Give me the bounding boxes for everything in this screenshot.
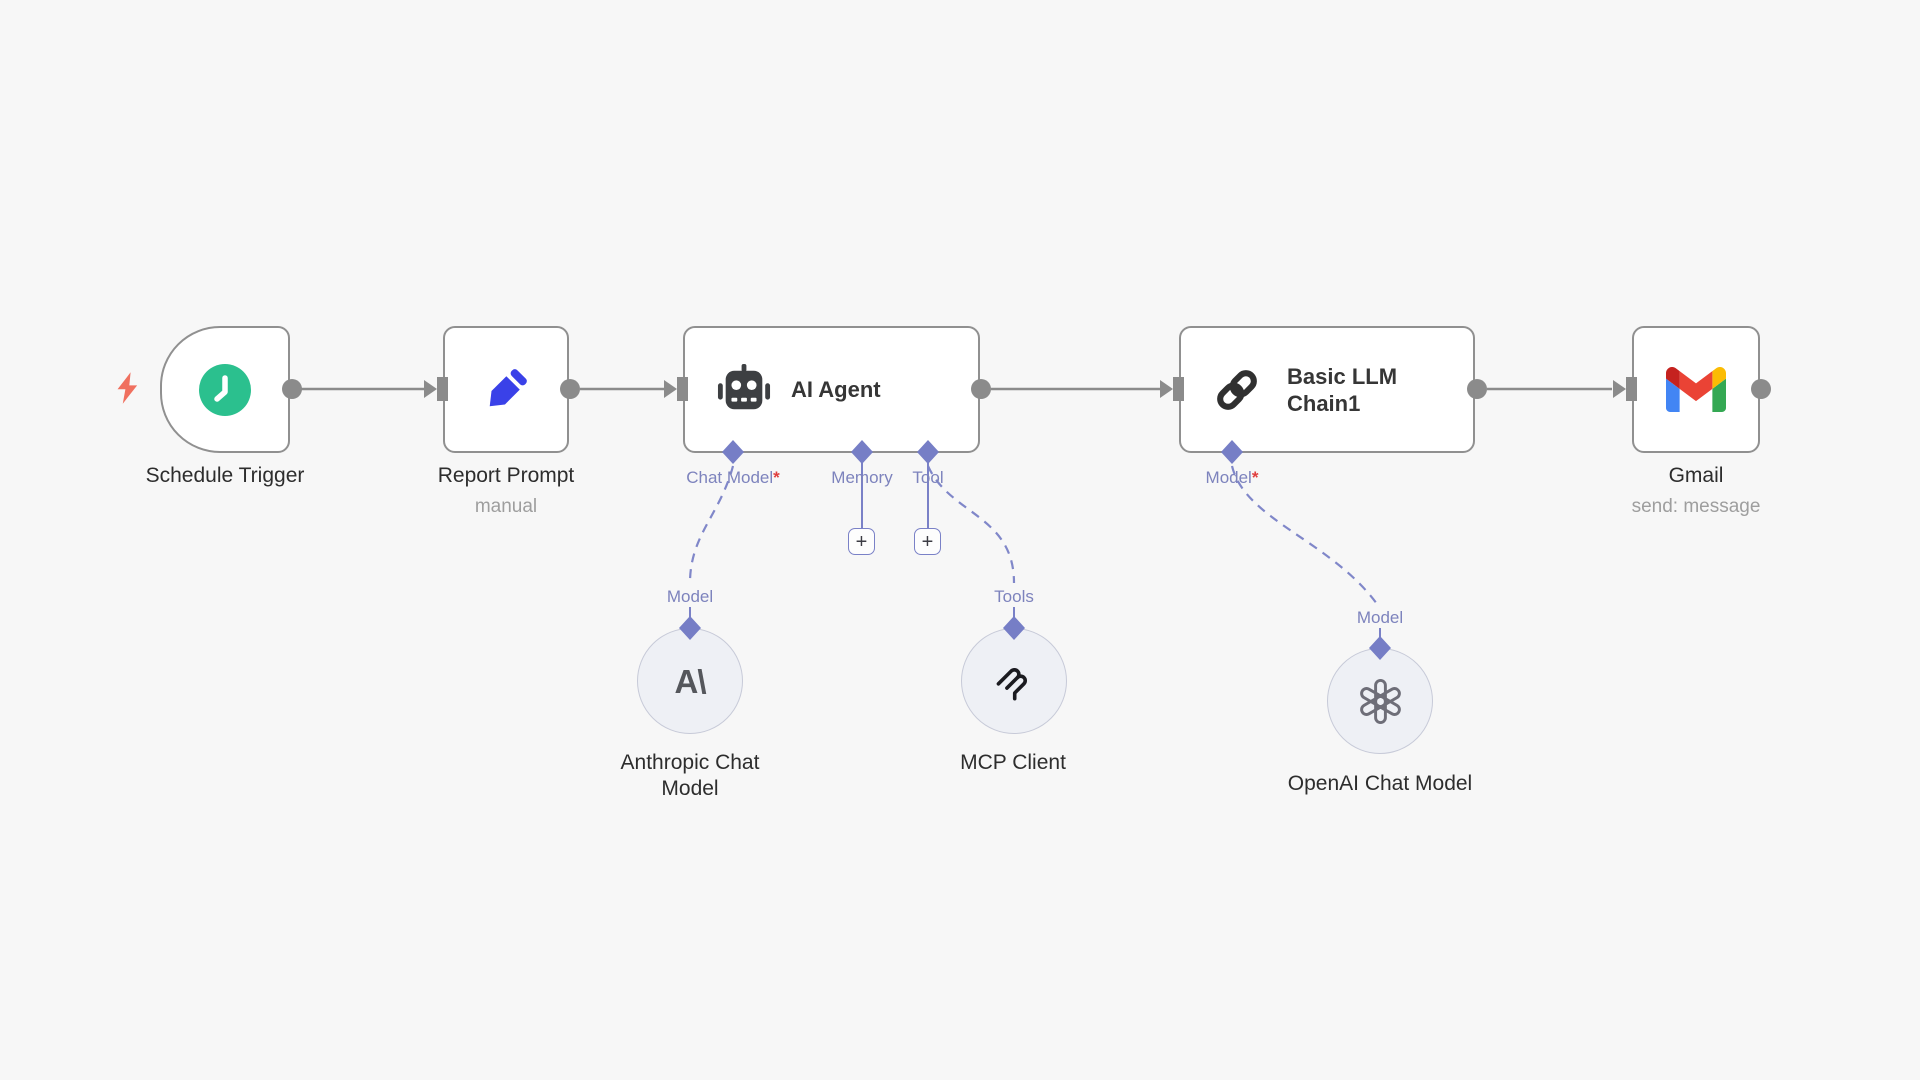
node-basic-llm-chain[interactable]: Basic LLM Chain1 — [1179, 326, 1475, 453]
chain-model-required-marker: * — [1251, 468, 1259, 487]
openai-chat-model-label: OpenAI Chat Model — [1287, 772, 1473, 795]
openai-port-label: Model — [1356, 608, 1404, 627]
port-lines — [689, 462, 1381, 640]
report-prompt-subtitle: manual — [474, 496, 538, 517]
anthropic-port-label: Model — [666, 587, 714, 606]
input-arrow-agent — [664, 380, 677, 398]
node-openai-chat-model[interactable] — [1327, 648, 1433, 754]
plus-icon: + — [921, 530, 934, 553]
report-prompt-label: Report Prompt — [437, 464, 575, 487]
add-tool-button[interactable]: + — [914, 528, 941, 555]
pencil-icon — [489, 368, 527, 406]
tool-port-label: Tool — [912, 468, 944, 487]
mcp-client-label: MCP Client — [960, 751, 1066, 774]
plus-icon: + — [855, 530, 868, 553]
node-schedule-trigger[interactable] — [160, 326, 290, 453]
chat-model-required-marker: * — [773, 468, 780, 487]
input-arrow-report — [424, 380, 437, 398]
add-memory-button[interactable]: + — [848, 528, 875, 555]
chain-link-icon — [1217, 369, 1257, 410]
input-arrow-chain — [1160, 380, 1173, 398]
mcp-port-label: Tools — [994, 587, 1034, 606]
trigger-bolt-icon — [117, 372, 138, 404]
schedule-trigger-label: Schedule Trigger — [145, 464, 305, 487]
node-mcp-client[interactable] — [961, 628, 1067, 734]
node-ai-agent[interactable]: AI Agent — [683, 326, 980, 453]
node-report-prompt[interactable] — [443, 326, 569, 453]
anthropic-logo-icon: A\ — [674, 662, 707, 700]
robot-icon — [717, 363, 771, 409]
gmail-icon — [1666, 367, 1726, 412]
node-gmail[interactable] — [1632, 326, 1760, 453]
input-arrow-gmail — [1613, 380, 1626, 398]
chain-model-port-label: Model* — [1205, 468, 1259, 487]
anthropic-chat-model-label: Anthropic Chat Model — [620, 751, 760, 800]
gmail-subtitle: send: message — [1631, 496, 1761, 517]
node-anthropic-chat-model[interactable]: A\ — [637, 628, 743, 734]
chat-model-port-label: Chat Model* — [686, 468, 780, 487]
mcp-logo-icon — [996, 668, 1027, 701]
ai-agent-title: AI Agent — [791, 377, 881, 402]
basic-llm-chain-title: Basic LLM Chain1 — [1287, 363, 1398, 416]
openai-logo-icon — [1359, 678, 1401, 724]
gmail-label: Gmail — [1668, 464, 1724, 487]
clock-icon — [199, 363, 251, 416]
